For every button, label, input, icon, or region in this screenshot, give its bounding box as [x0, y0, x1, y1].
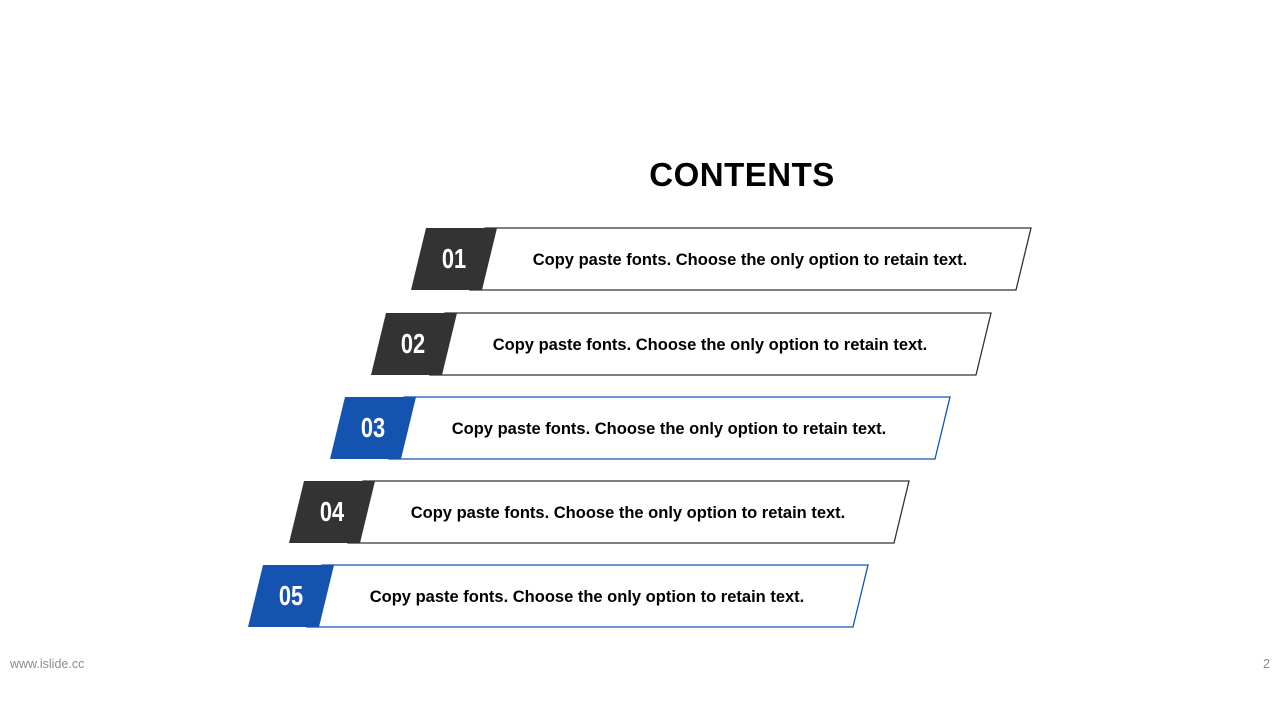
- item-text: Copy paste fonts. Choose the only option…: [369, 588, 805, 606]
- slide-title: CONTENTS: [649, 156, 835, 193]
- contents-item-1: 01 Copy paste fonts. Choose the only opt…: [411, 227, 1033, 293]
- contents-item-shape: [330, 396, 951, 460]
- item-number: 04: [319, 496, 345, 527]
- contents-item-shape: [411, 227, 1032, 291]
- contents-item-5: 05 Copy paste fonts. Choose the only opt…: [248, 564, 870, 630]
- item-text: Copy paste fonts. Choose the only option…: [532, 251, 968, 269]
- page-number: 2: [1263, 657, 1270, 671]
- contents-item-2: 02 Copy paste fonts. Choose the only opt…: [371, 312, 993, 378]
- item-number: 01: [441, 243, 467, 274]
- contents-item-4: 04 Copy paste fonts. Choose the only opt…: [289, 480, 911, 546]
- item-number: 03: [360, 412, 386, 443]
- contents-item-shape: [248, 564, 869, 628]
- item-text: Copy paste fonts. Choose the only option…: [492, 336, 928, 354]
- contents-item-shape: [289, 480, 910, 544]
- contents-item-shape: [371, 312, 992, 376]
- item-text: Copy paste fonts. Choose the only option…: [451, 420, 887, 438]
- item-text: Copy paste fonts. Choose the only option…: [410, 504, 846, 522]
- footer-url: www.islide.cc: [10, 657, 85, 671]
- item-number: 02: [400, 328, 426, 359]
- item-number: 05: [278, 580, 304, 611]
- contents-item-3: 03 Copy paste fonts. Choose the only opt…: [330, 396, 952, 462]
